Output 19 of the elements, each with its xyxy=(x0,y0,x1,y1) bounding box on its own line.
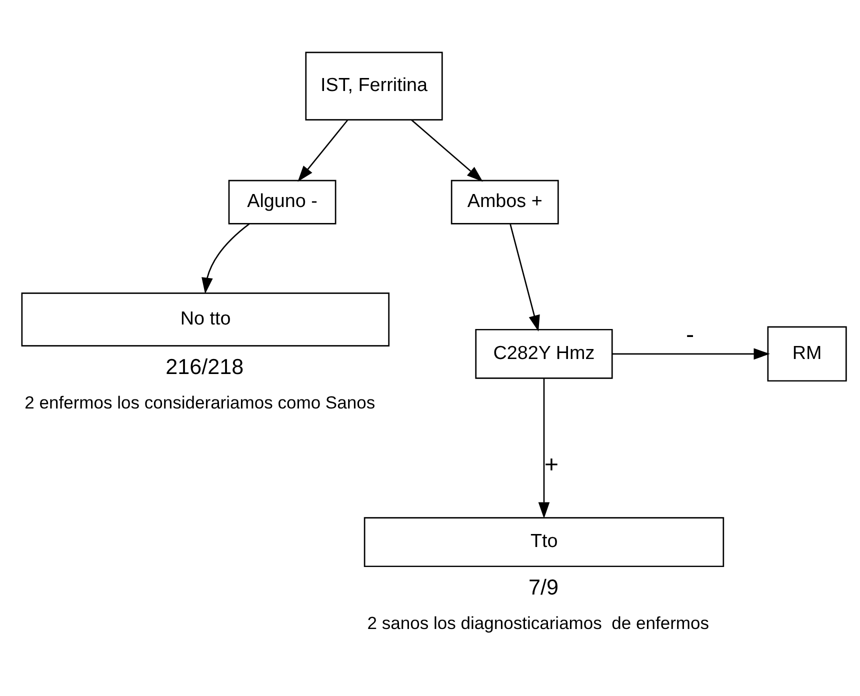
arrow xyxy=(411,118,483,182)
node-label: 2 enfermos los considerariamos como Sanos xyxy=(24,392,376,412)
arrow xyxy=(298,119,348,182)
node-box: IST, Ferritina xyxy=(305,51,443,120)
arrow xyxy=(202,222,250,294)
node-box: No tto xyxy=(21,292,390,346)
node-box: Alguno - xyxy=(228,179,336,224)
arrow xyxy=(612,348,770,360)
node-box: C282Y Hmz xyxy=(475,328,613,378)
node-box: RM xyxy=(767,326,847,382)
arrow xyxy=(538,378,550,518)
edge-label: + xyxy=(544,450,558,478)
node-box: Tto xyxy=(364,516,724,567)
node-label: 7/9 xyxy=(528,574,558,599)
arrow xyxy=(510,224,540,332)
node-box: Ambos + xyxy=(450,179,559,224)
node-label: 216/218 xyxy=(166,353,244,378)
edge-label: - xyxy=(686,320,694,348)
node-label: 2 sanos los diagnosticariamos de enfermos xyxy=(367,612,710,632)
